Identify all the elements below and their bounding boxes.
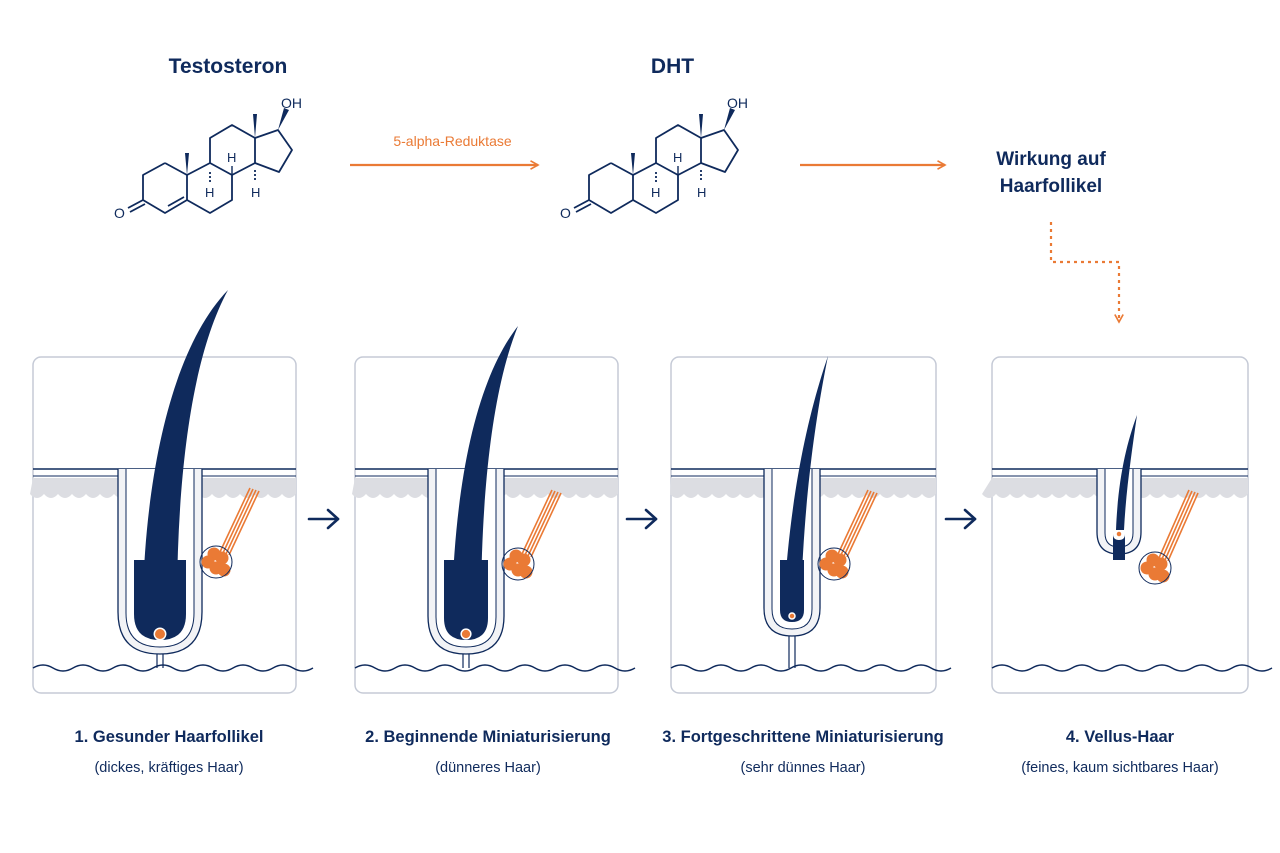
arrector-pili-muscle — [228, 490, 260, 556]
effect-title: Wirkung auf Haarfollikel — [960, 146, 1142, 200]
hair-bulb — [1113, 534, 1125, 560]
sebaceous-gland — [217, 563, 231, 577]
dht-h-label: H — [697, 185, 706, 200]
stage-subtitle-3: (sehr dünnes Haar) — [740, 760, 866, 776]
sebaceous-gland-outline — [199, 545, 233, 579]
dermis-base-line — [32, 664, 314, 672]
stage-title-3: 3. Fortgeschrittene Miniaturisierung — [662, 728, 944, 746]
dermis-base-line — [670, 664, 952, 672]
hair-shaft — [452, 326, 518, 600]
stage-arrow — [307, 508, 340, 530]
arrector-pili-muscle — [837, 489, 869, 555]
testosterone-oh-label: OH — [281, 95, 302, 111]
papilla-stalk — [462, 654, 470, 668]
arrector-pili-muscle — [530, 492, 562, 558]
effect-title-line: Wirkung auf — [996, 149, 1106, 170]
dht-oxo-label: O — [560, 205, 571, 221]
dht-structure — [573, 108, 739, 214]
hair-bulb — [780, 560, 804, 622]
sebaceous-gland — [517, 553, 531, 567]
arrector-pili-muscle — [521, 489, 553, 555]
sebaceous-gland — [1154, 557, 1168, 571]
dermis-base-line — [991, 664, 1273, 672]
dermis-base-line — [354, 664, 636, 672]
dht-title: DHT — [650, 55, 695, 78]
papilla-stalk — [788, 636, 796, 668]
effect-title-line: Haarfollikel — [999, 176, 1103, 197]
stage-subtitle-4: (feines, kaum sichtbares Haar) — [1021, 760, 1219, 776]
stage-title-1: 1. Gesunder Haarfollikel — [74, 728, 264, 746]
follicle-panel-2 — [352, 326, 636, 694]
dht-h-label: H — [673, 150, 682, 165]
dht-oh-label: OH — [727, 95, 748, 111]
sebaceous-gland-outline — [817, 547, 851, 581]
dermal-papilla — [788, 612, 796, 620]
arrector-pili-muscle — [222, 488, 254, 554]
dermal-papilla — [153, 627, 167, 641]
testosterone-oxo-label: O — [114, 205, 125, 221]
stage-arrow — [625, 508, 658, 530]
follicle-panel-4 — [982, 356, 1273, 694]
sebaceous-gland — [833, 553, 847, 567]
testosterone-h-label: H — [251, 185, 260, 200]
sebaceous-gland — [835, 565, 849, 579]
hair-shaft — [1116, 415, 1137, 530]
arrector-pili-muscle — [846, 492, 878, 558]
dermal-papilla — [460, 628, 472, 640]
arrector-pili-muscle — [1158, 489, 1190, 559]
papilla-stalk — [156, 654, 164, 668]
arrector-pili-muscle — [843, 491, 875, 557]
sebaceous-gland-outline — [501, 547, 535, 581]
arrector-pili-muscle — [527, 491, 559, 557]
arrector-pili-muscle — [225, 489, 257, 555]
sebaceous-gland — [215, 551, 229, 565]
testosterone-h-label: H — [227, 150, 236, 165]
hair-bulb — [444, 560, 488, 640]
arrector-pili-muscle — [1161, 490, 1193, 560]
dermal-papilla — [1115, 530, 1123, 538]
sebaceous-gland — [1156, 569, 1170, 583]
testosterone-title: Testosteron — [168, 55, 288, 78]
arrector-pili-muscle — [1164, 491, 1196, 561]
follicle-panel-3 — [670, 356, 952, 694]
arrector-pili-muscle — [840, 490, 872, 556]
arrector-pili-muscle — [1167, 492, 1199, 562]
stage-subtitle-2: (dünneres Haar) — [435, 760, 541, 776]
testosterone-structure — [127, 108, 293, 214]
hair-shaft — [784, 356, 828, 600]
sebaceous-gland — [519, 565, 533, 579]
sebaceous-gland-outline — [1138, 551, 1172, 585]
testosterone-h-label: H — [205, 185, 214, 200]
follicle-panel-1 — [30, 290, 314, 694]
dht-h-label: H — [651, 185, 660, 200]
stage-title-2: 2. Beginnende Miniaturisierung — [365, 728, 611, 746]
arrector-pili-muscle — [219, 487, 251, 553]
hair-bulb — [134, 560, 186, 640]
stage-subtitle-1: (dickes, kräftiges Haar) — [94, 760, 244, 776]
hair-shaft — [143, 290, 228, 595]
stage-title-4: 4. Vellus-Haar — [1065, 728, 1175, 746]
stage-arrow — [944, 508, 977, 530]
arrector-pili-muscle — [524, 490, 556, 556]
enzyme-label: 5-alpha-Reduktase — [393, 133, 512, 149]
dotted-connector-arrow — [1049, 222, 1119, 322]
